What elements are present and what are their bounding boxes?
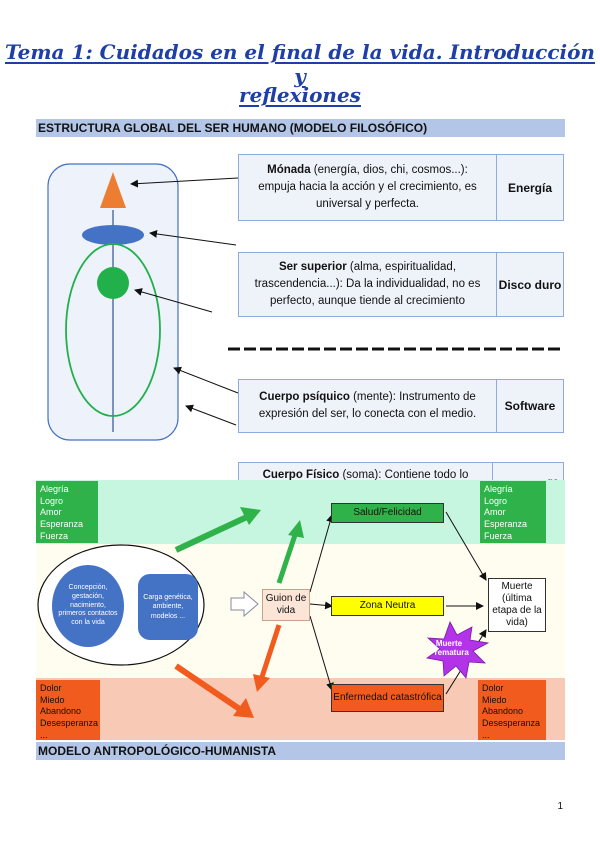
section-heading-structure: ESTRUCTURA GLOBAL DEL SER HUMANO (MODELO… (36, 119, 565, 137)
page-number: 1 (557, 801, 563, 812)
hollow-arrow (230, 590, 259, 618)
psychic-body-circle (97, 267, 129, 299)
tag-hard-disk: Disco duro (498, 277, 562, 292)
state-neutral: Zona Neutra (331, 596, 444, 616)
state-catastrophic-disease: Enfermedad catastrófica (331, 684, 444, 712)
page-title-line2: reflexiones (239, 83, 361, 107)
thick-arrows (174, 507, 304, 718)
origin-box-genetics: Carga genética, ambiente, modelos ... (138, 574, 198, 640)
box-superior-being: Ser superior (alma, espiritualidad, tras… (238, 252, 564, 317)
superior-being-ellipse (82, 225, 144, 245)
box-psychic-body: Cuerpo psíquico (mente): Instrumento de … (238, 379, 564, 433)
origin-oval-conception: Concepción, gestación, nacimiento, prime… (52, 565, 124, 647)
life-script-box: Guion de vida (262, 589, 310, 621)
tag-energy: Energía (507, 180, 552, 195)
diagram-band-negative (36, 678, 565, 740)
state-health: Salud/Felicidad (331, 503, 444, 523)
human-structure-figure (47, 163, 179, 441)
death-box: Muerte (última etapa de la vida) (488, 578, 546, 632)
monad-triangle (100, 172, 126, 208)
box-monad: Mónada (energía, dios, chi, cosmos...): … (238, 154, 564, 221)
premature-death-star (425, 621, 490, 679)
premature-death-label: Muerte Prematura (429, 639, 469, 657)
tag-software: Software (504, 399, 556, 413)
section-heading-humanist: MODELO ANTROPOLÓGICO-HUMANISTA (36, 742, 565, 760)
pointer-lines (130, 177, 562, 426)
page-title: Tema 1: Cuidados en el final de la vida.… (5, 40, 595, 88)
physical-body-ellipse (65, 243, 161, 417)
